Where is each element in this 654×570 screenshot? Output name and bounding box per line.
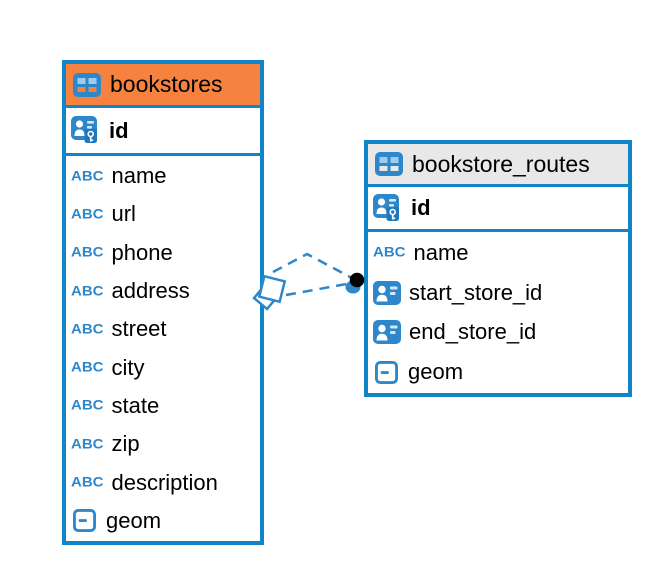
column-row-pk[interactable]: id	[368, 187, 628, 232]
column-name-label: state	[111, 392, 160, 418]
abc-text-type-icon: ABC	[71, 474, 104, 491]
column-name-label: id	[109, 117, 129, 143]
entity-table-bookstores[interactable]: bookstores id ABC name ABC url ABC phone…	[62, 60, 264, 545]
abc-text-type-icon: ABC	[71, 283, 104, 299]
column-name-label: id	[411, 195, 431, 220]
column-row[interactable]: ABC description	[66, 463, 260, 501]
column-row[interactable]: geom	[368, 352, 628, 392]
abc-text-type-icon: ABC	[373, 245, 406, 261]
column-name-label: phone	[111, 239, 173, 265]
column-name-label: description	[111, 469, 218, 495]
geometry-type-icon	[73, 509, 96, 532]
column-row[interactable]: ABC zip	[66, 425, 260, 463]
relationship-line-1[interactable]	[272, 252, 353, 280]
table-icon	[375, 152, 403, 176]
abc-text-type-icon: ABC	[71, 206, 104, 223]
table-icon	[73, 73, 101, 97]
abc-text-type-icon: ABC	[71, 168, 104, 184]
geometry-type-icon	[375, 361, 398, 384]
abc-text-type-icon: ABC	[71, 398, 104, 414]
column-name-label: url	[111, 201, 136, 227]
column-name-label: zip	[111, 431, 140, 457]
column-name-label: geom	[408, 359, 464, 385]
column-name-label: address	[111, 278, 190, 304]
column-name-label: city	[111, 354, 145, 380]
column-row[interactable]: ABC name	[66, 157, 260, 195]
column-row[interactable]: ABC city	[66, 348, 260, 386]
primary-key-icon	[373, 193, 403, 224]
column-row[interactable]: end_store_id	[368, 313, 628, 353]
abc-text-type-icon: ABC	[71, 321, 104, 337]
column-name-label: geom	[106, 507, 162, 533]
column-row[interactable]: ABC address	[66, 272, 260, 310]
abc-text-type-icon: ABC	[71, 245, 104, 261]
connector-dot-ring	[345, 280, 361, 294]
column-row[interactable]: ABC name	[368, 233, 628, 273]
column-name-label: start_store_id	[409, 279, 543, 305]
table-header-bookstores[interactable]: bookstores	[66, 64, 260, 108]
column-name-label: end_store_id	[409, 319, 537, 345]
column-name-label: street	[111, 316, 167, 342]
column-row[interactable]: ABC street	[66, 310, 260, 348]
column-list: ABC name ABC url ABC phone ABC address A…	[66, 156, 260, 541]
column-row-pk[interactable]: id	[66, 108, 260, 156]
column-row[interactable]: ABC url	[66, 195, 260, 233]
column-row[interactable]: geom	[66, 502, 260, 540]
reference-type-icon	[373, 320, 401, 344]
primary-key-icon	[71, 115, 101, 146]
column-name-label: name	[111, 163, 167, 189]
relationship-line-2[interactable]	[285, 281, 353, 297]
column-row[interactable]: start_store_id	[368, 273, 628, 313]
abc-text-type-icon: ABC	[71, 436, 104, 452]
table-name-label: bookstores	[110, 71, 223, 97]
table-name-label: bookstore_routes	[412, 150, 590, 177]
column-row[interactable]: ABC state	[66, 387, 260, 425]
column-row[interactable]: ABC phone	[66, 234, 260, 272]
reference-type-icon	[373, 281, 401, 305]
abc-text-type-icon: ABC	[71, 359, 104, 376]
entity-table-bookstore-routes[interactable]: bookstore_routes id ABC name start_store…	[364, 140, 632, 397]
table-header-bookstore-routes[interactable]: bookstore_routes	[368, 144, 628, 187]
connector-dot-marker[interactable]	[349, 272, 365, 288]
column-name-label: name	[413, 239, 469, 265]
column-list: ABC name start_store_id end_store_id ge	[368, 232, 628, 393]
